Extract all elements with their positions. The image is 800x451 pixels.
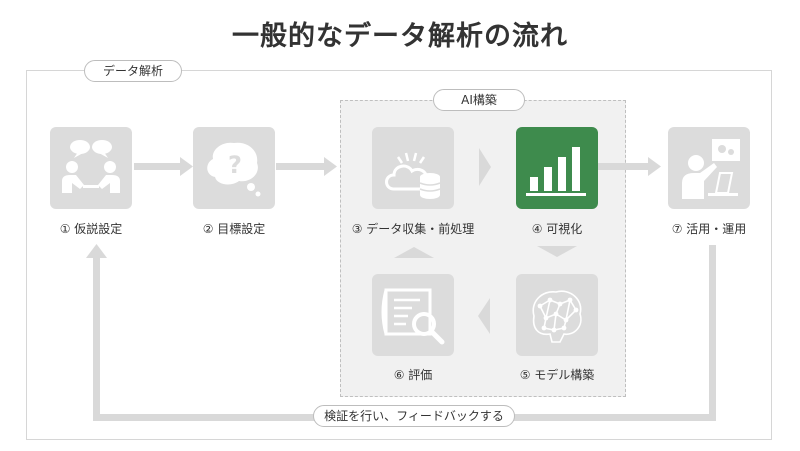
hypothesis-label: ① 仮説設定 xyxy=(59,222,123,236)
feedback-arrow-head xyxy=(86,244,107,258)
ai-build-label: AI構築 xyxy=(433,89,525,111)
arrow-4-7-shaft xyxy=(598,163,650,170)
feedback-right-line xyxy=(709,245,716,421)
arrow-1-2-shaft xyxy=(134,163,182,170)
data-analysis-label: データ解析 xyxy=(84,60,182,82)
bar-chart-icon xyxy=(526,147,586,196)
cloud-database-icon xyxy=(385,152,441,199)
arrow-2-3-head xyxy=(324,157,337,176)
arrow-4-7-head xyxy=(648,157,661,176)
goal-tile: ? xyxy=(193,127,275,209)
neural-brain-icon xyxy=(532,290,582,343)
data-collection-tile xyxy=(372,127,454,209)
visualization-label: ④ 可視化 xyxy=(531,222,583,236)
arrow-3-4-chevron xyxy=(479,148,491,186)
utilization-label: ⑦ 活用・運用 xyxy=(671,222,747,236)
blueprint-search-icon xyxy=(381,288,445,345)
evaluation-tile xyxy=(372,274,454,356)
presenter-icon xyxy=(682,139,740,199)
arrow-1-2-head xyxy=(180,157,193,176)
data-analysis-frame xyxy=(26,70,772,440)
arrow-2-3-shaft xyxy=(276,163,326,170)
utilization-tile xyxy=(668,127,750,209)
diagram-title: 一般的なデータ解析の流れ xyxy=(232,21,568,52)
arrow-5-6-chevron xyxy=(478,298,490,334)
evaluation-label: ⑥ 評価 xyxy=(393,368,433,382)
svg-text:?: ? xyxy=(228,151,242,179)
arrow-6-3-chevron xyxy=(394,247,434,258)
visualization-tile xyxy=(516,127,598,209)
data-collection-label: ③ データ収集・前処理 xyxy=(351,222,475,236)
goal-label: ② 目標設定 xyxy=(202,222,266,236)
model-build-tile xyxy=(516,274,598,356)
discussion-people-icon xyxy=(62,140,120,193)
question-thought-icon: ? xyxy=(207,142,261,197)
feedback-left-line xyxy=(93,256,100,421)
hypothesis-tile xyxy=(50,127,132,209)
arrow-4-5-chevron xyxy=(537,246,577,257)
feedback-label: 検証を行い、フィードバックする xyxy=(313,405,515,427)
model-build-label: ⑤ モデル構築 xyxy=(519,368,595,382)
